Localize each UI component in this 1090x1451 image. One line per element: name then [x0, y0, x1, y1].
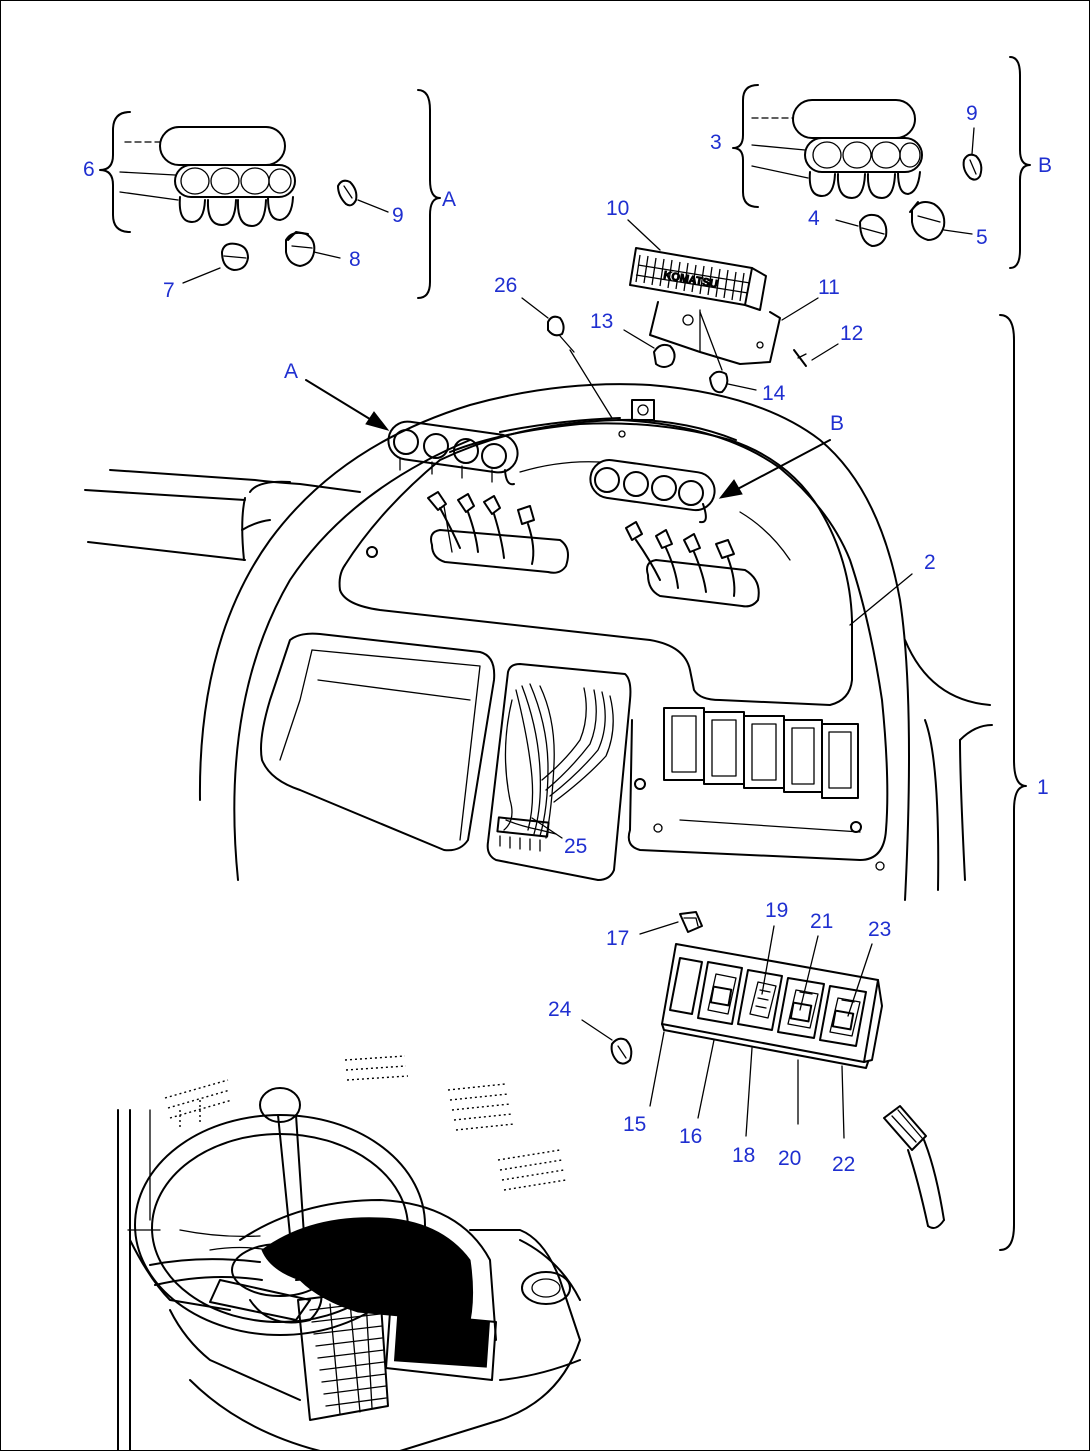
socket-8: [285, 231, 316, 267]
callout-20: 20: [778, 1147, 801, 1170]
relay-brand-text: KOMATSU: [662, 269, 718, 290]
leader-9b: [971, 127, 975, 155]
lamp-4: [859, 213, 888, 247]
group-label-a-arrow: A: [284, 360, 298, 383]
screw-12: [793, 349, 807, 367]
leader-10: [627, 219, 661, 251]
leader-17: [639, 921, 679, 935]
leader-15: [649, 1031, 665, 1107]
callout-5: 5: [976, 226, 988, 249]
relay-block-10: KOMATSU: [629, 247, 767, 311]
callout-6: 6: [83, 158, 95, 181]
socket-5: [909, 201, 946, 241]
callout-15: 15: [623, 1113, 646, 1136]
cab-overview: [117, 1055, 581, 1451]
bulb-9-b: [962, 153, 983, 181]
callout-26: 26: [494, 274, 517, 297]
leader-24: [581, 1019, 613, 1041]
callout-18: 18: [732, 1144, 755, 1167]
dashboard-panel-2: [198, 383, 910, 901]
callout-12: 12: [840, 322, 863, 345]
callout-23: 23: [868, 918, 891, 941]
leader-16: [697, 1039, 715, 1119]
callout-3: 3: [710, 131, 722, 154]
leader-12: [811, 343, 839, 361]
leader-23: [847, 943, 873, 1017]
callout-4: 4: [808, 207, 820, 230]
callout-1: 1: [1037, 776, 1049, 799]
arrow-b: [718, 439, 831, 499]
bulb-holders-a: [178, 196, 294, 227]
callout-10: 10: [606, 197, 629, 220]
lens-cover-a: [159, 126, 286, 166]
washer-14: [709, 370, 729, 394]
switch-panel-lower: [661, 943, 883, 1069]
callout-9-b: 9: [966, 102, 978, 125]
callout-13: 13: [590, 310, 613, 333]
wiring-harness-25: [496, 683, 614, 852]
brace-a: [417, 89, 441, 299]
leader-22: [841, 1065, 845, 1139]
callout-17: 17: [606, 927, 629, 950]
bulb-9-a: [337, 179, 358, 207]
group-label-b-arrow: B: [830, 412, 844, 435]
callout-21: 21: [810, 910, 833, 933]
callout-labels: 1 2 3 4 5 6 7 8 9 9 10 11 12 13 14 15 16…: [83, 102, 1052, 1176]
bracket-11: [649, 301, 781, 365]
group-b-exploded: [732, 56, 1031, 269]
callout-19: 19: [765, 899, 788, 922]
leader-19: [761, 925, 775, 995]
brace-1: [999, 314, 1027, 1251]
leader-13: [623, 329, 655, 349]
brace-6: [99, 111, 131, 233]
leader-4: [835, 219, 859, 227]
leader-11: [781, 297, 819, 321]
cab-frame-left: [84, 469, 361, 561]
group-label-a-brace: A: [442, 188, 456, 211]
callout-8: 8: [349, 248, 361, 271]
leader-2: [849, 573, 913, 626]
callout-25: 25: [564, 835, 587, 858]
group-label-b-brace: B: [1038, 154, 1052, 177]
leader-26-top: [521, 297, 549, 319]
arrow-a: [305, 379, 390, 431]
leader-14: [727, 383, 757, 391]
callout-22: 22: [832, 1153, 855, 1176]
leader-7: [182, 267, 221, 284]
connector-cable: [883, 1105, 945, 1229]
switch-bar-a: [387, 420, 519, 486]
leader-5: [943, 229, 973, 235]
bulb-holders-b: [808, 171, 921, 199]
clip-17: [679, 911, 703, 933]
brace-3: [732, 84, 759, 208]
callout-9-a: 9: [392, 204, 404, 227]
dash-switch-row: [663, 707, 861, 833]
group-a-exploded: [99, 89, 441, 299]
leader-10-down: [699, 311, 723, 371]
switch-bar-b: [589, 459, 716, 524]
brace-b: [1009, 56, 1031, 269]
clip-26: [547, 315, 575, 353]
leader-25: [531, 817, 563, 839]
callout-2: 2: [924, 551, 936, 574]
callout-11: 11: [818, 276, 840, 299]
switch-housing-a: [174, 164, 296, 198]
leader-21: [799, 935, 819, 1011]
callout-14: 14: [762, 382, 786, 405]
callout-7: 7: [163, 279, 175, 302]
callout-24: 24: [548, 998, 572, 1021]
bulb-24: [610, 1037, 633, 1065]
leader-18: [745, 1047, 753, 1137]
connectors-b: [625, 521, 736, 597]
nut-13: [653, 343, 676, 368]
leader-9a: [357, 199, 389, 213]
callout-16: 16: [679, 1125, 702, 1148]
connectors-a: [427, 491, 535, 565]
leader-8: [313, 251, 341, 259]
cab-frame-right: [904, 639, 993, 891]
lens-cover-b: [792, 99, 916, 139]
switch-housing-b: [804, 137, 923, 173]
lamp-7: [221, 242, 249, 271]
